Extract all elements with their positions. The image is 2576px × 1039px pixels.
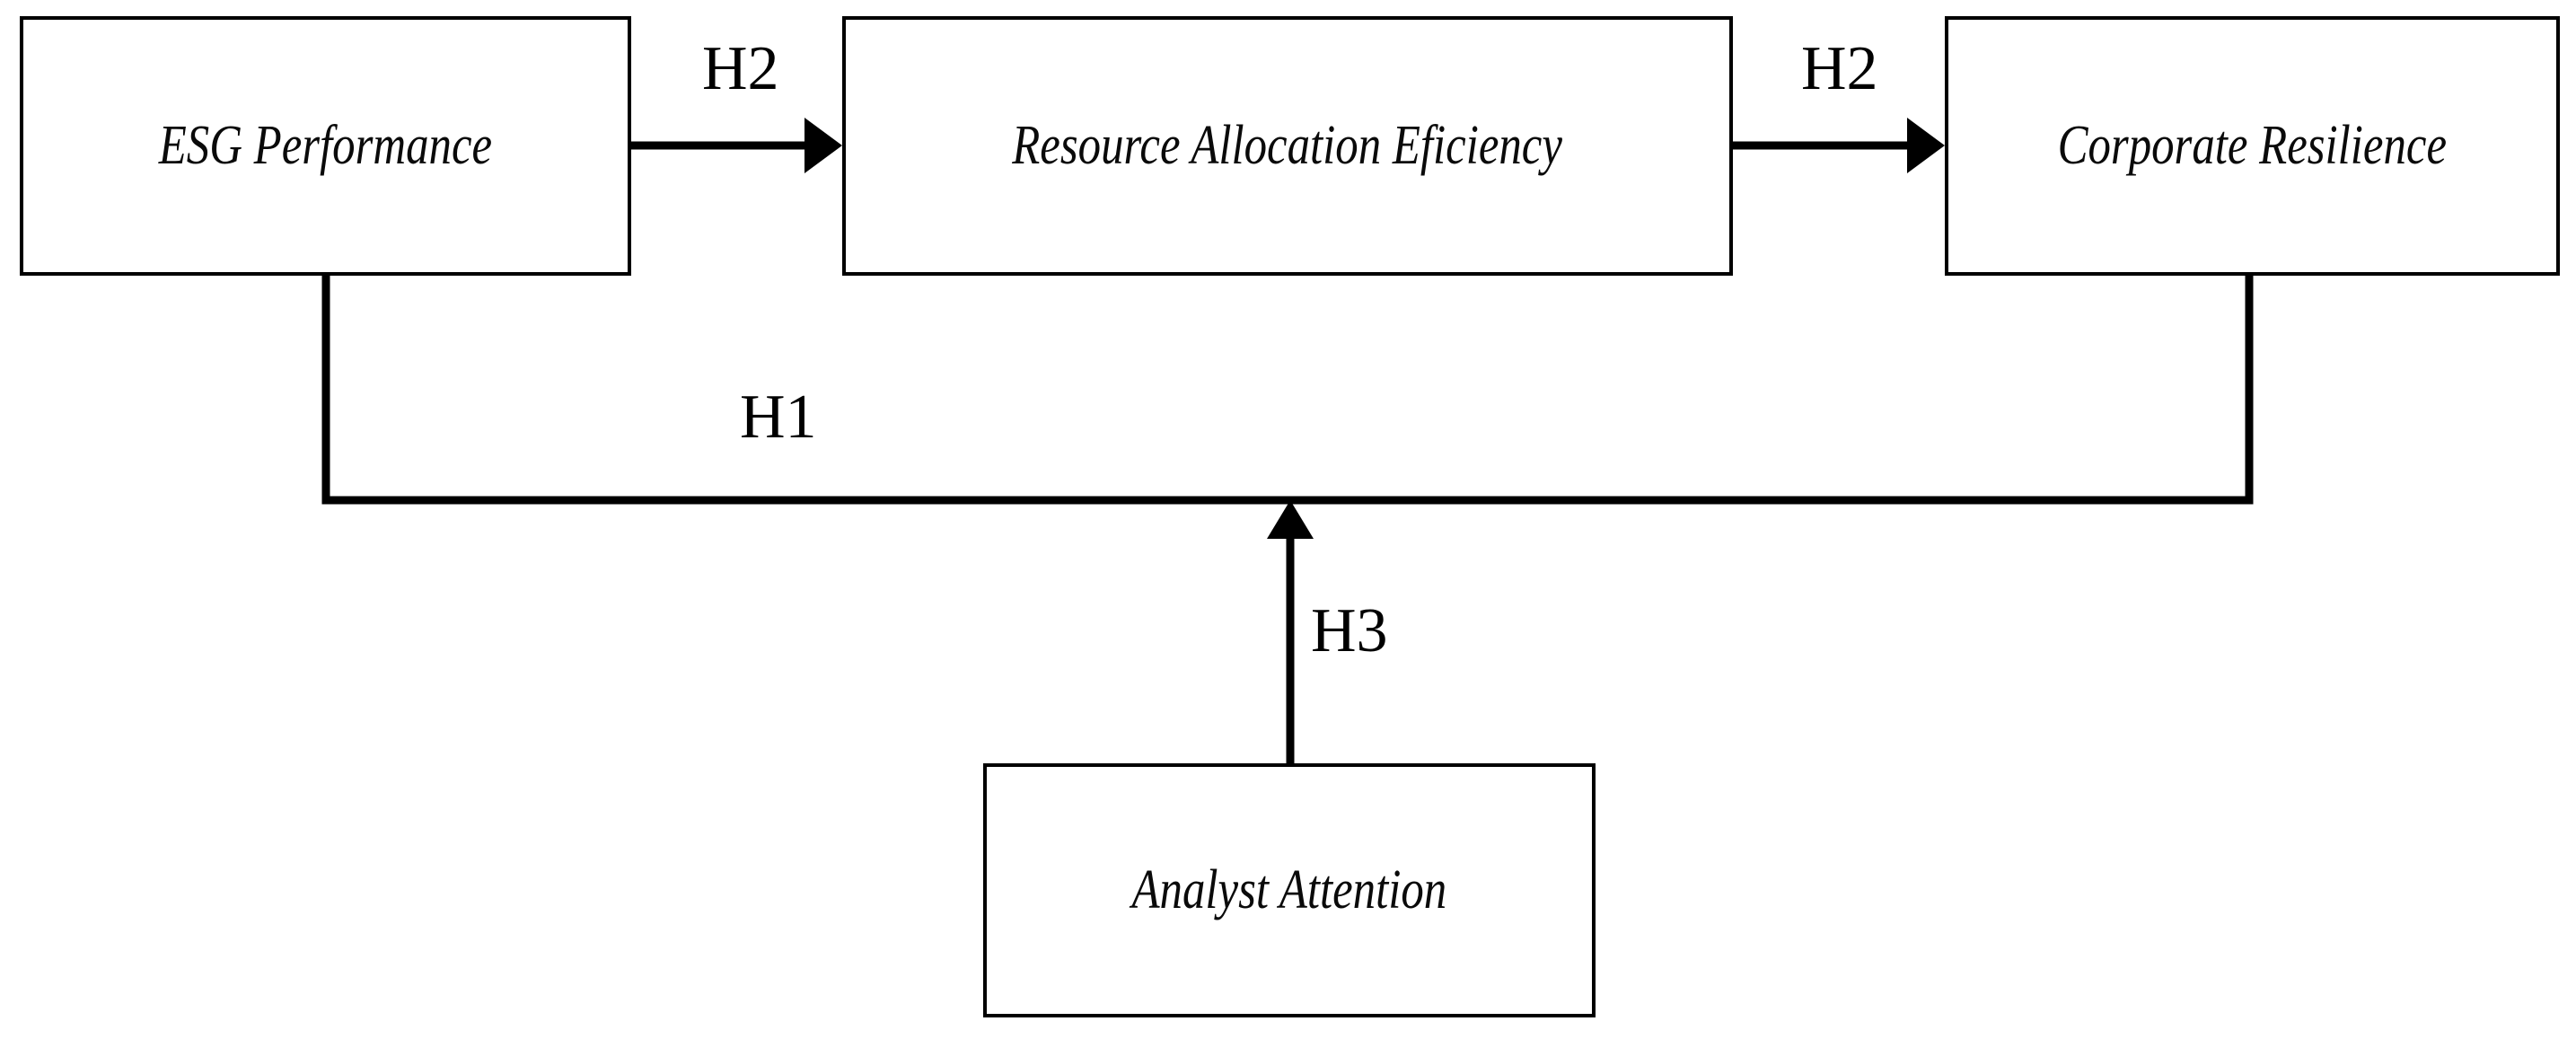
node-label-esg-performance: ESG Performance <box>158 115 493 177</box>
node-resource-allocation-eficiency[interactable]: Resource Allocation Eficiency <box>842 16 1733 276</box>
node-label-analyst-attention: Analyst Attention <box>1131 859 1447 921</box>
edge-h2-b <box>1733 118 1945 173</box>
node-analyst-attention[interactable]: Analyst Attention <box>983 763 1596 1017</box>
edge-h2-a <box>631 118 842 173</box>
edge-label-h2-esg-to-resource: H2 <box>702 34 779 103</box>
edge-h3 <box>1267 500 1314 763</box>
edge-label-h3-analyst-moderation: H3 <box>1311 596 1388 665</box>
edge-label-h2-resource-to-resilience: H2 <box>1801 34 1878 103</box>
node-corporate-resilience[interactable]: Corporate Resilience <box>1945 16 2560 276</box>
node-label-resource-allocation-eficiency: Resource Allocation Eficiency <box>1012 115 1563 177</box>
node-esg-performance[interactable]: ESG Performance <box>20 16 631 276</box>
node-label-corporate-resilience: Corporate Resilience <box>2057 115 2448 177</box>
edge-label-h1-esg-to-resilience: H1 <box>740 383 817 452</box>
edge-h1 <box>321 276 2254 505</box>
